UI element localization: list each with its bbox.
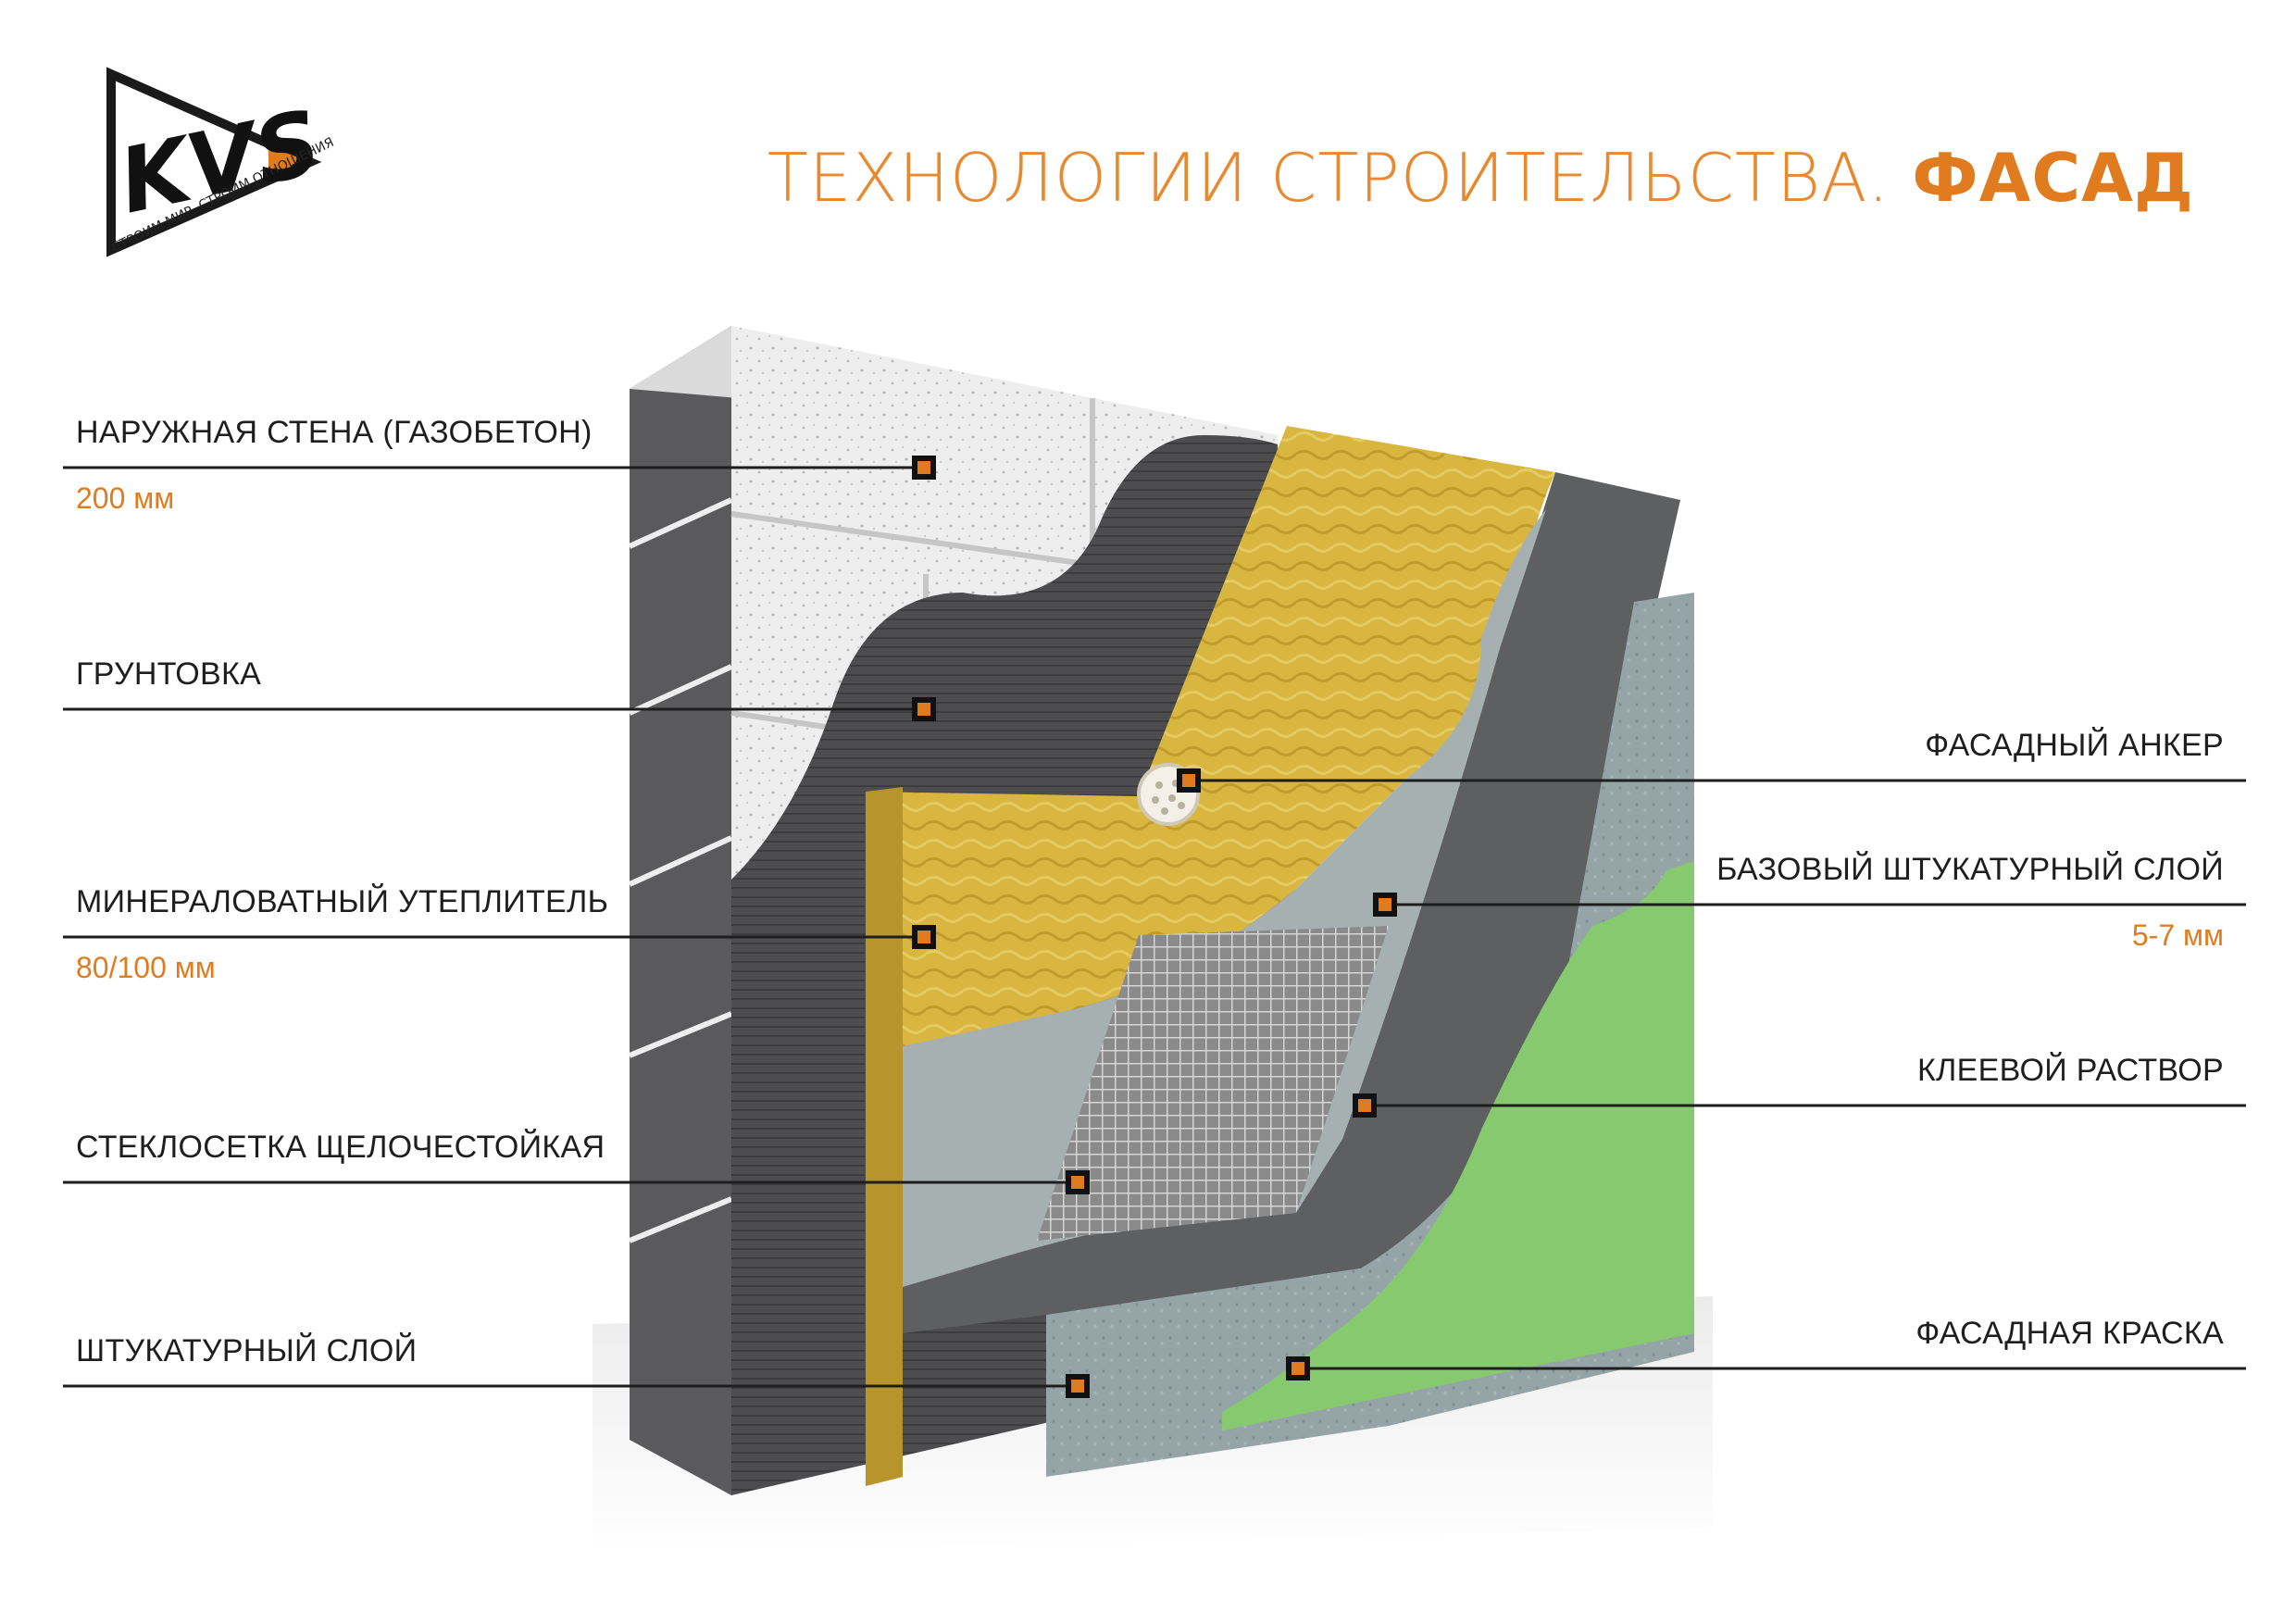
label-mineral-wool: МИНЕРАЛОВАТНЫЙ УТЕПЛИТЕЛЬ [76, 884, 609, 919]
title-main: ТЕХНОЛОГИИ СТРОИТЕЛЬСТВА. [767, 139, 1913, 217]
marker-wall [912, 456, 936, 480]
marker-base-plaster [1373, 893, 1397, 917]
label-outer-wall: НАРУЖНАЯ СТЕНА (ГАЗОБЕТОН) [76, 415, 593, 450]
label-base-plaster: БАЗОВЫЙ ШТУКАТУРНЫЙ СЛОЙ [1716, 852, 2224, 887]
marker-mesh [1066, 1170, 1090, 1194]
label-paint: ФАСАДНАЯ КРАСКА [1915, 1316, 2224, 1351]
value-base-plaster: 5-7 мм [2131, 918, 2224, 952]
marker-plaster [1066, 1374, 1090, 1398]
facade-paint-layer [1222, 861, 1694, 1430]
logo-triangle [106, 67, 322, 257]
adhesive-mortar-layer [903, 472, 1680, 1333]
label-anchor: ФАСАДНЫЙ АНКЕР [1925, 728, 2224, 763]
value-mineral-wool: 80/100 мм [76, 951, 216, 984]
label-adhesive: КЛЕЕВОЙ РАСТВОР [1916, 1053, 2224, 1088]
page-title: ТЕХНОЛОГИИ СТРОИТЕЛЬСТВА. ФАСАД [767, 139, 2194, 217]
marker-paint [1286, 1356, 1310, 1380]
marker-adhesive [1353, 1093, 1377, 1118]
base-plaster-layer [903, 509, 1546, 1287]
fiberglass-mesh [1037, 926, 1389, 1241]
title-accent: ФАСАД [1912, 139, 2194, 217]
value-outer-wall: 200 мм [76, 481, 175, 515]
mineral-wool-layer [866, 426, 1555, 1486]
label-plaster: ШТУКАТУРНЫЙ СЛОЙ [76, 1333, 418, 1368]
markers [912, 456, 1397, 1398]
label-primer: ГРУНТОВКА [76, 656, 262, 692]
mineral-wool-edge [866, 787, 903, 1486]
marker-wool [912, 925, 936, 949]
label-mesh: СТЕКЛОСЕТКА ЩЕЛОЧЕСТОЙКАЯ [76, 1130, 605, 1165]
marker-primer [912, 697, 936, 721]
marker-anchor [1177, 768, 1201, 793]
wall-side [630, 326, 731, 1495]
